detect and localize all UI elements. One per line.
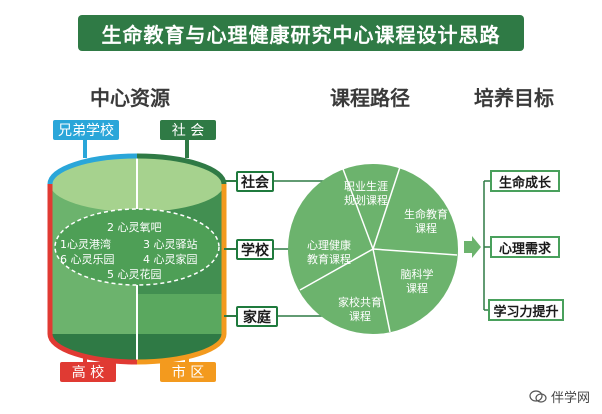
chat-bubble-icon	[529, 389, 547, 403]
course-life-line1: 生命教育	[404, 208, 448, 221]
course-mental-line2: 教育课程	[307, 253, 351, 266]
column-heading-goals: 培养目标	[474, 86, 554, 110]
column-heading-paths: 课程路径	[330, 86, 410, 110]
column-heading-resources: 中心资源	[90, 86, 170, 110]
course-home-line1: 家校共育	[338, 296, 382, 309]
goal-learning: 学习力提升	[488, 299, 564, 321]
tag-universities: 高 校	[60, 362, 116, 382]
pie-divider-5	[299, 248, 374, 291]
course-career: 职业生涯 规划课程	[336, 180, 396, 208]
course-career-line2: 规划课程	[344, 194, 388, 207]
center-item-6: 6 心灵乐园	[60, 253, 115, 266]
channel-school-label: 学校	[241, 242, 269, 259]
watermark-text: 伴学网	[550, 391, 590, 406]
goal-learning-label: 学习力提升	[493, 304, 559, 320]
rim-green	[136, 153, 227, 185]
tag-society-resource-label: 社 会	[171, 123, 205, 139]
center-item-1: 1心灵港湾	[60, 238, 111, 251]
tag-city: 市 区	[160, 362, 216, 382]
goal-life-growth-label: 生命成长	[498, 175, 551, 191]
center-item-4: 4 心灵家园	[143, 253, 198, 266]
title-banner: 生命教育与心理健康研究中心课程设计思路	[78, 15, 524, 51]
tag-sibling-schools-label: 兄弟学校	[58, 123, 114, 139]
channel-school: 学校	[236, 239, 274, 260]
tag-city-label: 市 区	[171, 365, 205, 381]
course-mental-line1: 心理健康	[307, 239, 351, 252]
tag-sibling-schools: 兄弟学校	[53, 120, 119, 140]
center-item-3: 3 心灵驿站	[143, 238, 198, 251]
course-home-line2: 课程	[349, 310, 371, 323]
goal-psych-needs: 心理需求	[490, 236, 560, 258]
course-pie	[288, 164, 458, 334]
center-ellipse	[54, 208, 220, 286]
pie-divider-3	[372, 248, 458, 256]
page-title: 生命教育与心理健康研究中心课程设计思路	[101, 22, 501, 47]
channel-family: 家庭	[236, 306, 278, 327]
rim-orange	[136, 184, 227, 365]
course-home-school: 家校共育 课程	[330, 296, 390, 324]
course-life-line2: 课程	[415, 222, 437, 235]
watermark: 伴学网	[529, 387, 590, 406]
rim-red	[47, 184, 138, 365]
tag-universities-label: 高 校	[71, 365, 105, 381]
goal-life-growth: 生命成长	[490, 170, 560, 192]
channel-society: 社会	[236, 171, 274, 192]
center-item-5: 5 心灵花园	[107, 268, 162, 281]
channel-family-label: 家庭	[243, 309, 271, 326]
center-item-2: 2 心灵氧吧	[107, 221, 162, 234]
course-brain-line1: 脑科学	[400, 268, 434, 281]
resource-cylinder	[47, 138, 227, 366]
course-brain-line2: 课程	[406, 282, 428, 295]
tag-society-resource: 社 会	[160, 120, 216, 140]
course-mental-health: 心理健康 教育课程	[298, 239, 360, 267]
course-life-education: 生命教育 课程	[396, 208, 456, 236]
pie-divider-2	[372, 166, 401, 250]
course-career-line1: 职业生涯	[344, 180, 388, 193]
rim-blue	[47, 153, 138, 185]
course-brain-science: 脑科学 课程	[387, 268, 447, 296]
pie-divider-4	[372, 248, 391, 333]
goal-psych-needs-label: 心理需求	[498, 241, 551, 257]
pie-divider-1	[342, 168, 374, 250]
channel-society-label: 社会	[241, 174, 269, 191]
arrow-to-goals-icon	[464, 236, 481, 258]
